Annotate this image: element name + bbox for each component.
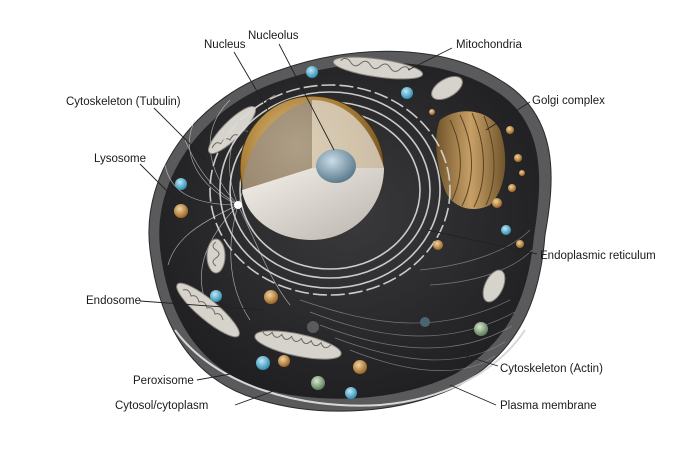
vesicle-blue	[210, 290, 222, 302]
vesicle-blue	[306, 66, 318, 78]
label-endosome: Endosome	[86, 295, 141, 307]
vesicle-dark	[307, 321, 319, 333]
membrane-rim	[174, 329, 526, 407]
label-endoplasmic-reticulum: Endoplasmic reticulum	[540, 250, 656, 262]
label-nucleolus: Nucleolus	[248, 30, 299, 42]
mitochondrion	[176, 282, 240, 338]
label-peroxisome: Peroxisome	[133, 375, 194, 387]
vesicle-blue	[501, 225, 511, 235]
vesicle-dark	[420, 317, 430, 327]
vesicle-orange	[353, 360, 367, 374]
vesicle-green	[311, 376, 325, 390]
mitochondrion	[206, 238, 226, 274]
vesicles	[174, 66, 524, 399]
mitochondrion	[482, 269, 506, 303]
leader-lines	[139, 43, 538, 406]
nucleus	[239, 95, 385, 241]
vesicle-green	[474, 322, 488, 336]
nucleolus	[316, 149, 356, 183]
mitochondrion	[254, 330, 342, 360]
peroxisome-vesicle	[256, 356, 270, 370]
golgi-complex	[429, 109, 525, 210]
label-cytoskeleton-actin: Cytoskeleton (Actin)	[500, 363, 603, 375]
endosome-vesicle	[264, 290, 278, 304]
mitochondria-group	[176, 56, 506, 360]
labels: Nucleus Nucleolus Mitochondria Cytoskele…	[66, 30, 656, 412]
label-lysosome: Lysosome	[94, 153, 146, 165]
mitochondrion	[332, 56, 424, 80]
vesicle-blue	[345, 387, 357, 399]
label-plasma-membrane: Plasma membrane	[500, 400, 597, 412]
label-golgi-complex: Golgi complex	[532, 95, 605, 107]
vesicle-orange	[516, 240, 524, 248]
centrosome	[234, 201, 242, 209]
vesicle-orange	[433, 240, 443, 250]
mitochondrion	[431, 75, 463, 101]
label-mitochondria: Mitochondria	[456, 39, 522, 51]
vesicle-orange	[278, 355, 290, 367]
lysosome-vesicle	[175, 178, 187, 190]
vesicle-blue	[401, 87, 413, 99]
label-nucleus: Nucleus	[204, 39, 246, 51]
label-cytoskeleton-tubulin: Cytoskeleton (Tubulin)	[66, 96, 181, 108]
nucleus-cutaway	[242, 168, 384, 240]
label-cytosol-cytoplasm: Cytosol/cytoplasm	[115, 400, 208, 412]
vesicle-orange	[174, 204, 188, 218]
